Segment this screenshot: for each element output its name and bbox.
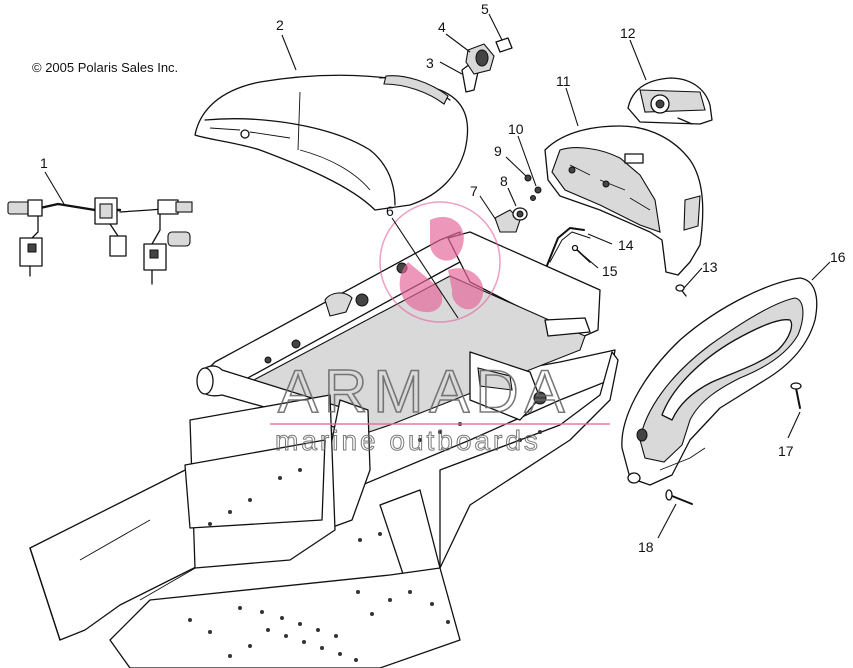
callout-12: 12 [620,25,636,41]
part-14-rod [545,227,591,269]
callout-6: 6 [386,203,394,219]
callout-14: 14 [618,237,634,253]
callout-3: 3 [426,55,434,71]
callout-11: 11 [556,73,571,89]
part-9-10-nuts [524,174,542,201]
watermark-tagline: marine outboards [275,425,541,456]
callout-2: 2 [276,17,284,33]
callout-labels: 1 2 3 4 5 6 7 8 9 10 11 12 13 14 15 16 1… [40,1,846,555]
callout-9: 9 [494,143,502,159]
part-2-seat [194,74,469,211]
part-8-grommet [512,207,528,221]
part-16-side-panel [621,277,818,486]
callout-16: 16 [830,249,846,265]
callout-7: 7 [470,183,478,199]
part-18-bolt [665,489,693,505]
tunnel-frame [29,231,619,668]
copyright-text: © 2005 Polaris Sales Inc. [32,60,178,75]
callout-8: 8 [500,173,508,189]
callout-18: 18 [638,539,654,555]
part-12-taillight [627,77,713,125]
callout-10: 10 [508,121,524,137]
callout-13: 13 [702,259,718,275]
armada-logo-icon [379,201,501,323]
rivet-pattern [188,590,450,662]
part-3-4-5-switch [461,37,513,93]
armada-watermark: ARMADA marine outboards [270,201,610,457]
part-11-rear-housing [544,125,704,276]
part-1-wiring-harness [7,197,193,285]
callout-4: 4 [438,19,446,35]
callout-1: 1 [40,155,48,171]
watermark-brand: ARMADA [278,358,571,425]
callout-15: 15 [602,263,618,279]
part-17-bolt [790,382,802,409]
callout-17: 17 [778,443,794,459]
callout-5: 5 [481,1,489,17]
tunnel-rivets [208,422,542,542]
leader-lines [44,13,831,539]
